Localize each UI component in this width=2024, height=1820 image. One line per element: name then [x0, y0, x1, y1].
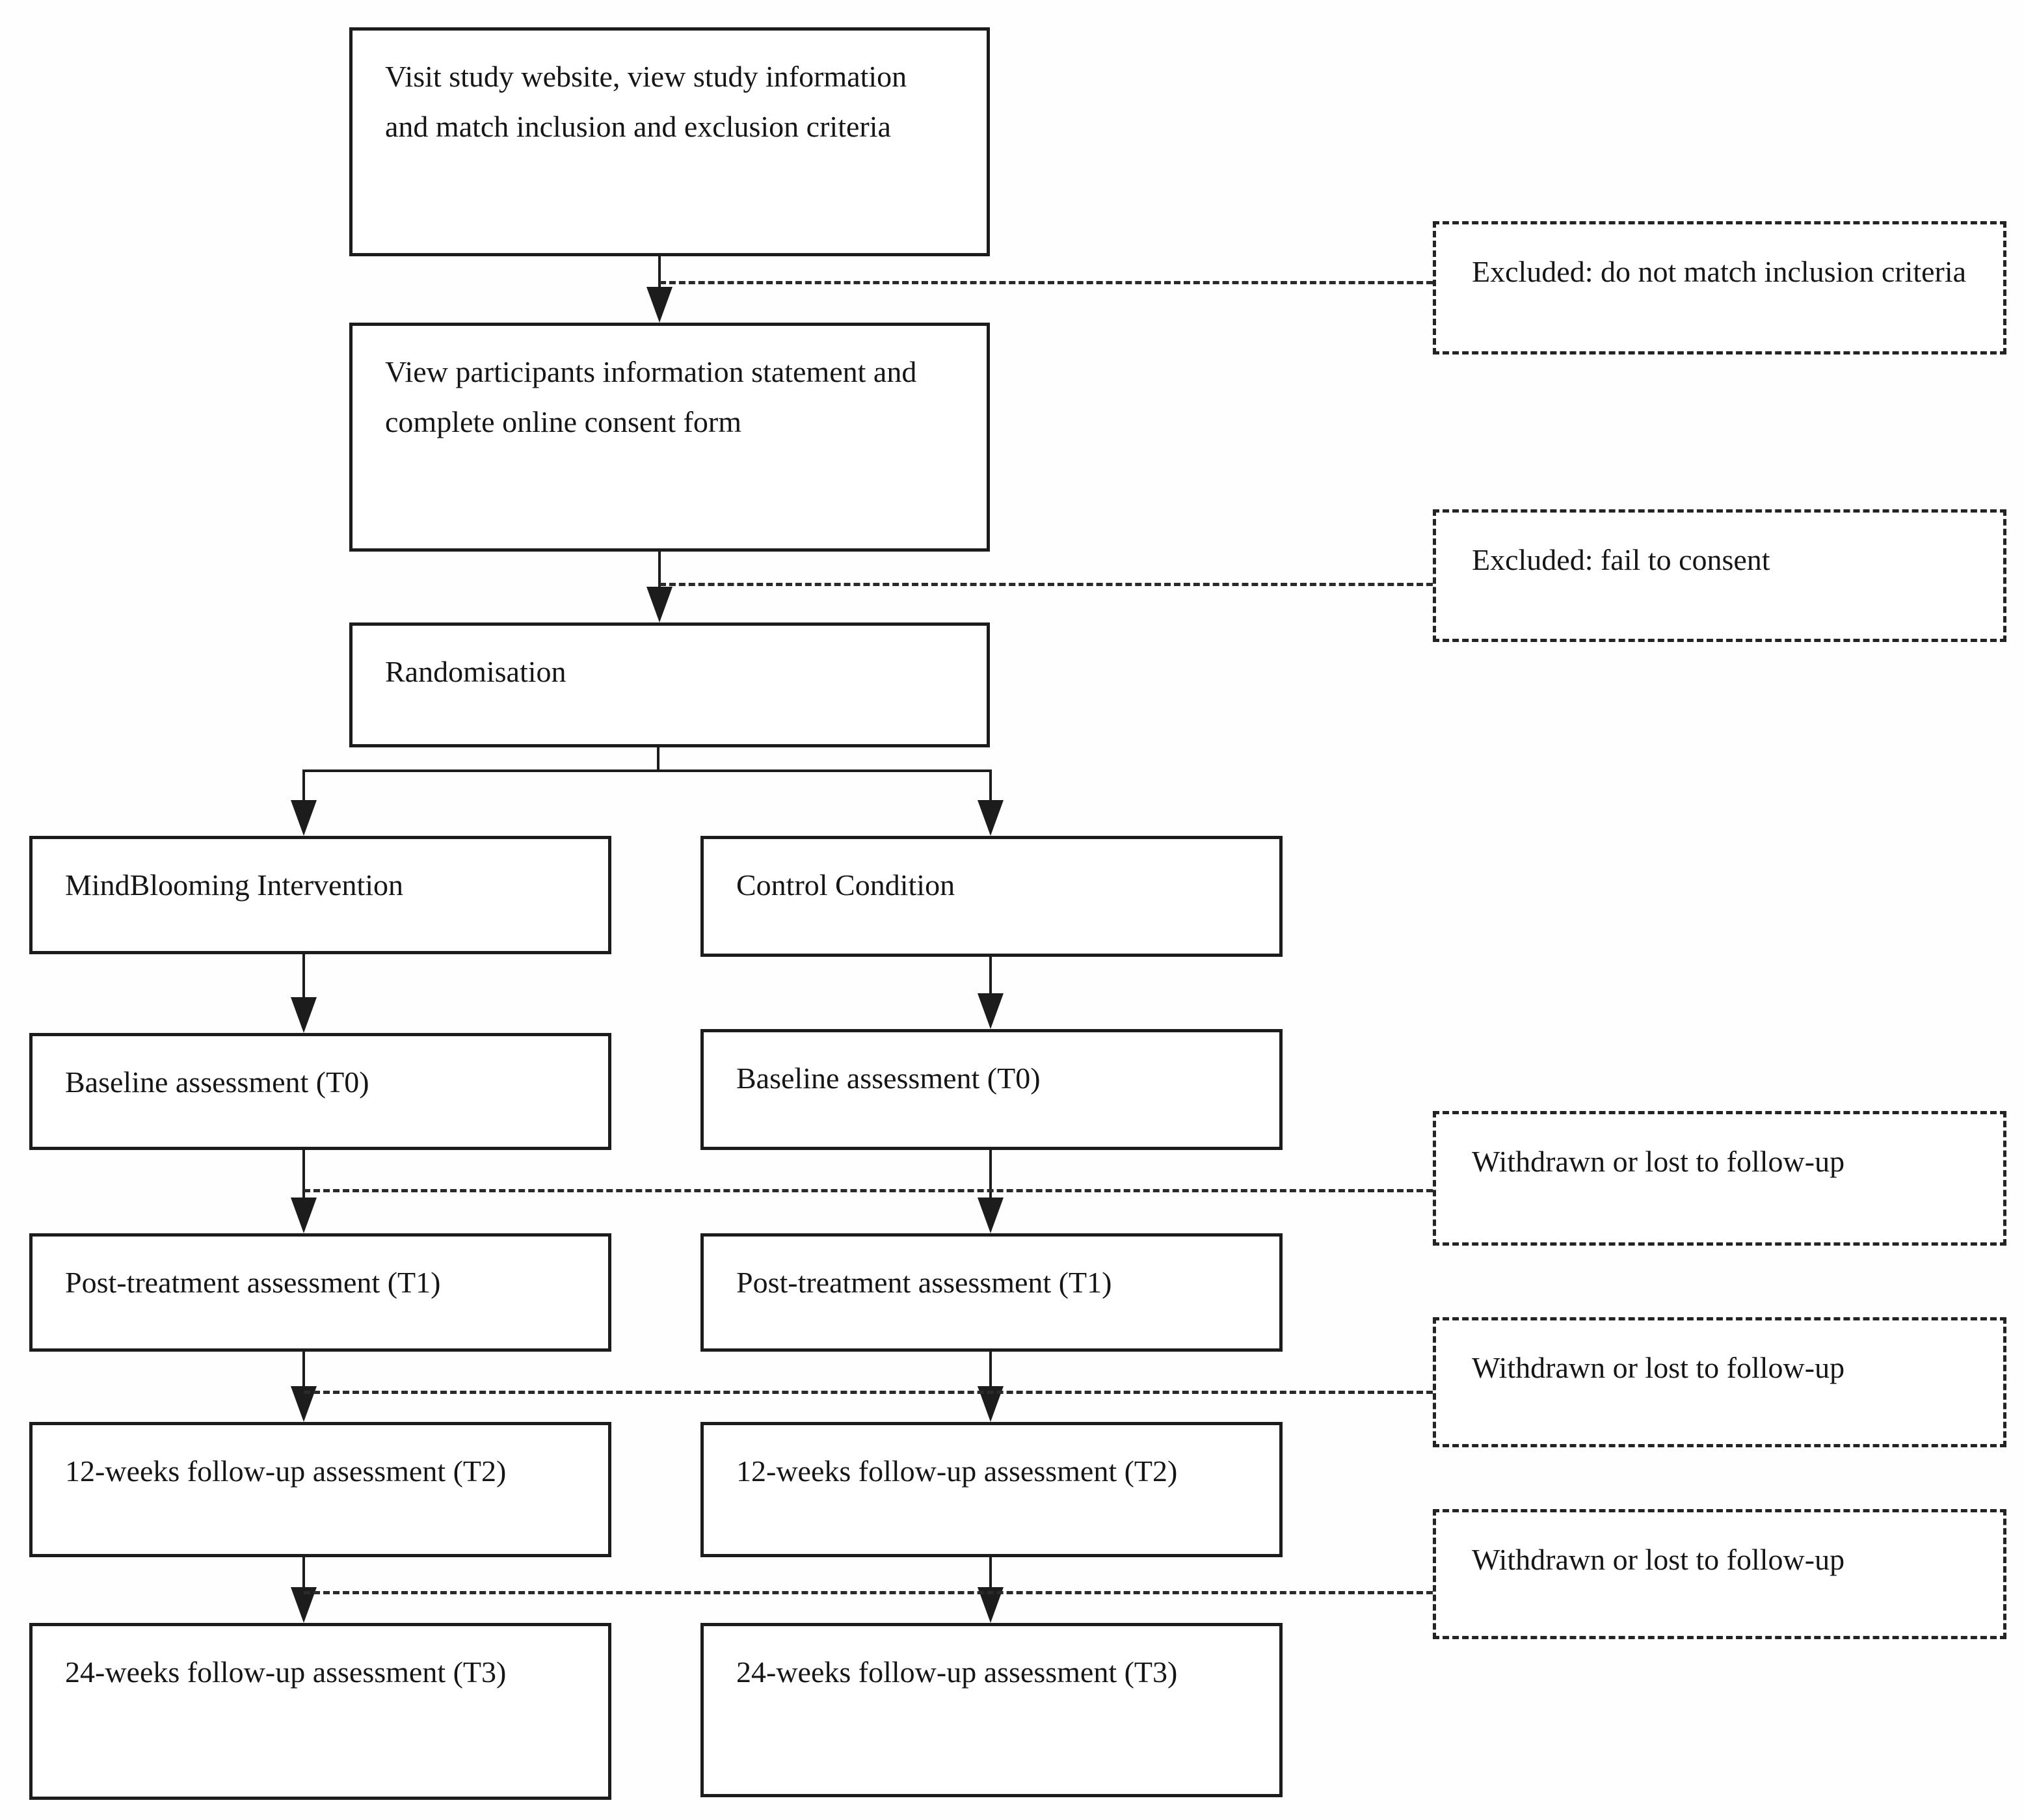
arrowhead-baseline-to-post-left [291, 1198, 317, 1233]
arrow-baseline-to-post-right [989, 1150, 992, 1198]
arrowhead-split-to-control [978, 800, 1004, 836]
note-withdrawn-3: Withdrawn or lost to follow-up [1433, 1509, 2006, 1639]
arrowhead-control-to-baseline [978, 993, 1004, 1029]
arrow-control-to-baseline [989, 957, 992, 993]
split-stub [657, 747, 659, 771]
note-excluded-consent: Excluded: fail to consent [1433, 509, 2006, 642]
split-bar [302, 769, 991, 772]
arrow-consent-to-randomisation [658, 552, 661, 587]
connector-withdrawn-3 [304, 1591, 1433, 1594]
arrowhead-visit-to-consent [646, 287, 672, 323]
arrowhead-baseline-to-post-right [978, 1198, 1004, 1233]
connector-withdrawn-2 [304, 1391, 1433, 1394]
arrow-baseline-to-post-left [302, 1150, 305, 1198]
connector-excluded-consent [659, 583, 1433, 586]
arrow-12w-to-24w-left [302, 1557, 305, 1587]
arrowhead-split-to-intervention [291, 800, 317, 836]
arrow-intervention-to-baseline [302, 954, 305, 997]
arrowhead-intervention-to-baseline [291, 997, 317, 1033]
box-mindblooming-intervention: MindBlooming Intervention [29, 836, 611, 954]
box-post-treatment-right: Post-treatment assessment (T1) [700, 1233, 1283, 1352]
box-post-treatment-left: Post-treatment assessment (T1) [29, 1233, 611, 1352]
box-12-weeks-right: 12-weeks follow-up assessment (T2) [700, 1422, 1283, 1557]
box-visit-website: Visit study website, view study informat… [349, 27, 990, 256]
note-excluded-inclusion: Excluded: do not match inclusion criteri… [1433, 221, 2006, 355]
box-24-weeks-left: 24-weeks follow-up assessment (T3) [29, 1623, 611, 1800]
box-consent: View participants information statement … [349, 323, 990, 552]
arrow-post-to-12w-left [302, 1352, 305, 1386]
arrow-split-to-intervention [302, 769, 305, 800]
arrowhead-consent-to-randomisation [646, 587, 672, 622]
arrow-12w-to-24w-right [989, 1557, 992, 1587]
connector-withdrawn-1 [304, 1189, 1433, 1192]
arrow-post-to-12w-right [989, 1352, 992, 1386]
box-baseline-right: Baseline assessment (T0) [700, 1029, 1283, 1150]
connector-excluded-inclusion [659, 281, 1433, 284]
box-control-condition: Control Condition [700, 836, 1283, 957]
box-randomisation: Randomisation [349, 622, 990, 747]
note-withdrawn-2: Withdrawn or lost to follow-up [1433, 1317, 2006, 1447]
box-12-weeks-left: 12-weeks follow-up assessment (T2) [29, 1422, 611, 1557]
arrow-split-to-control [989, 769, 992, 800]
note-withdrawn-1: Withdrawn or lost to follow-up [1433, 1111, 2006, 1246]
box-24-weeks-right: 24-weeks follow-up assessment (T3) [700, 1623, 1283, 1797]
arrow-visit-to-consent [658, 256, 661, 287]
box-baseline-left: Baseline assessment (T0) [29, 1033, 611, 1150]
